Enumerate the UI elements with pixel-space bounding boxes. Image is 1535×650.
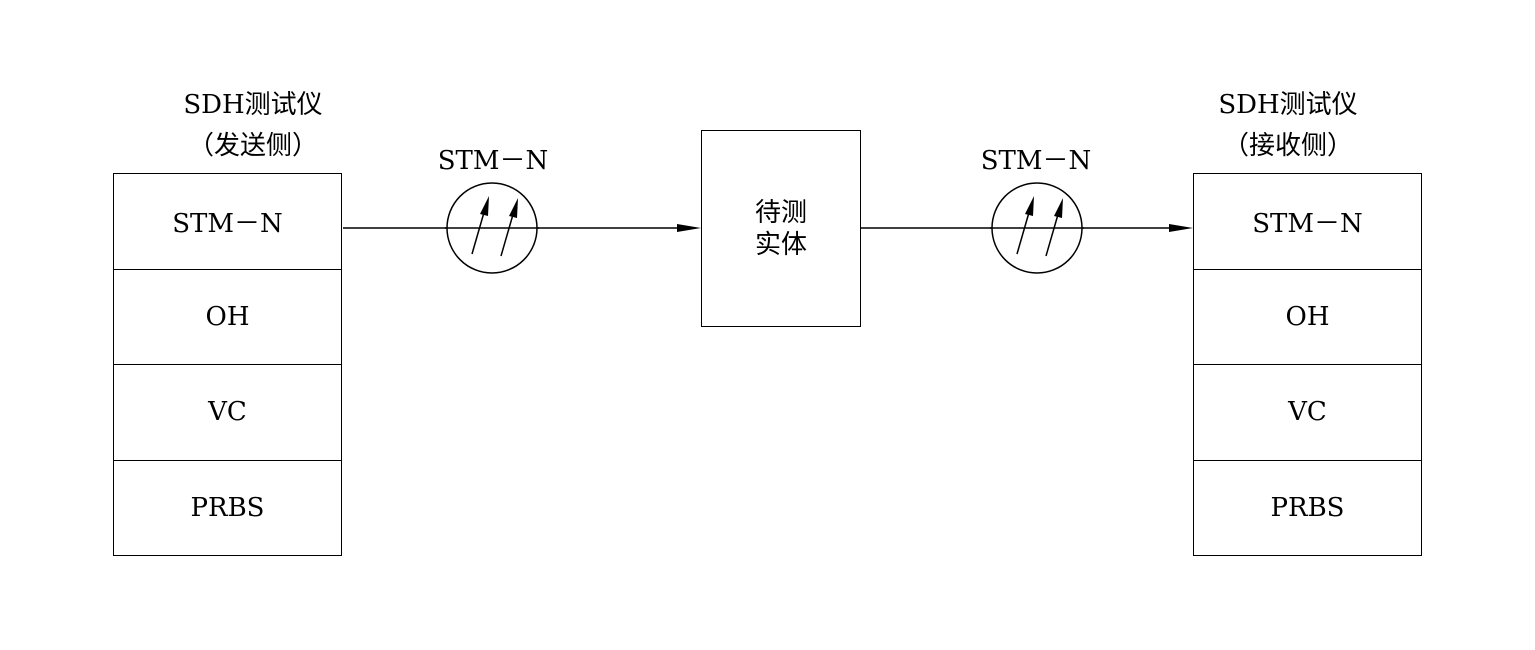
link-label-left: STM－N <box>437 146 549 176</box>
sender-subtitle: （发送侧） <box>187 131 318 161</box>
device-under-test-box: 待测 实体 <box>701 130 861 327</box>
receiver-layer-stack: STM－N OH VC PRBS <box>1193 173 1422 556</box>
optical-signal-right-icon <box>990 182 1084 274</box>
receiver-layer-stm-n: STM－N <box>1194 174 1421 270</box>
dut-label-line2: 实体 <box>754 229 807 260</box>
receiver-title: SDH测试仪 <box>1218 90 1358 120</box>
sender-layer-prbs: PRBS <box>190 492 265 523</box>
sender-layer-vc: VC <box>114 365 341 461</box>
sender-layer-oh: OH <box>114 270 341 365</box>
dut-label-line1: 待测 <box>754 197 807 228</box>
link-label-right: STM－N <box>980 146 1092 176</box>
arrowhead-left-icon <box>677 224 701 232</box>
arrowhead-right-icon <box>1169 224 1193 232</box>
sender-layer-stm-n: STM－N <box>114 174 341 270</box>
receiver-subtitle: （接收侧） <box>1222 131 1353 161</box>
receiver-layer-prbs: PRBS <box>1270 492 1345 523</box>
sender-title: SDH测试仪 <box>183 90 323 120</box>
optical-signal-left-icon <box>445 182 539 274</box>
sender-layer-stack: STM－N OH VC PRBS <box>113 173 342 556</box>
receiver-layer-oh: OH <box>1194 270 1421 365</box>
receiver-layer-vc: VC <box>1194 365 1421 461</box>
